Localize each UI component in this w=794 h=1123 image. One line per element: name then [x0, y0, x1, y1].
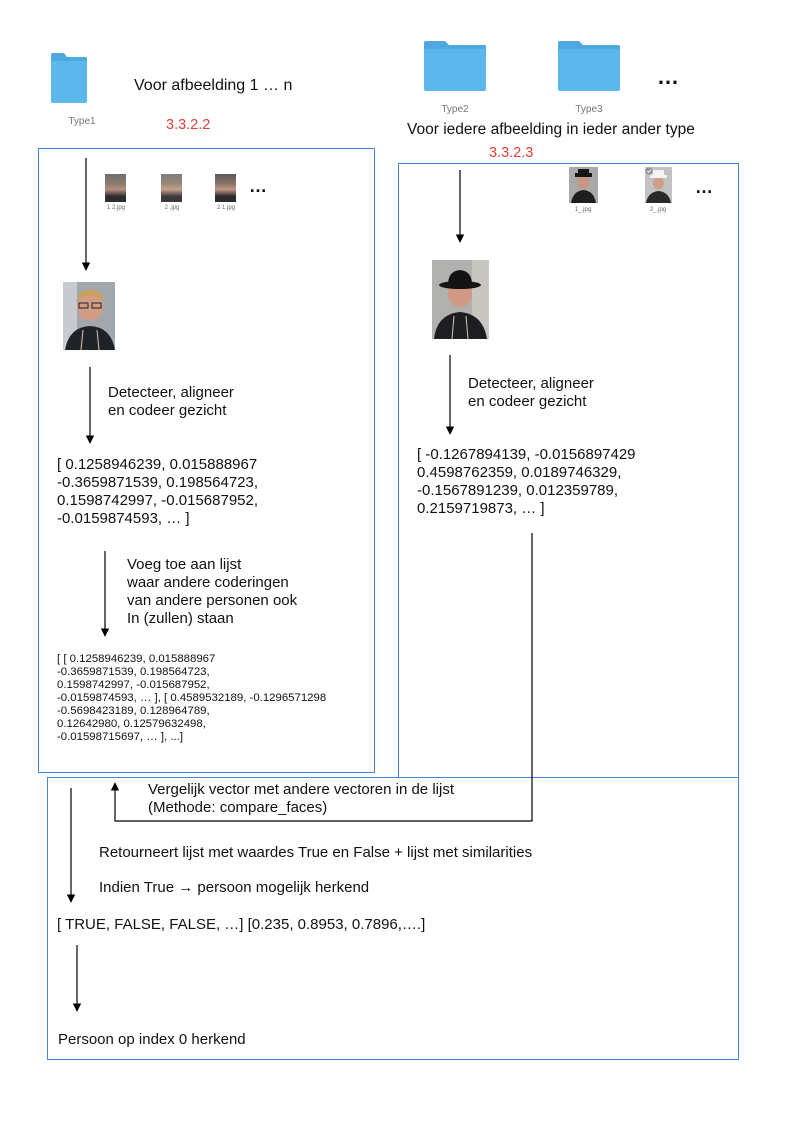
folder-label-type2: Type2: [441, 104, 469, 115]
right-thumbnail-2[interactable]: [645, 167, 672, 203]
left-list-line-4: -0.0159874593, … ], [ 0.4589532189, -0.1…: [57, 692, 327, 704]
folder-icon-type2[interactable]: [423, 40, 487, 92]
compare-line-1: Vergelijk vector met andere vectoren in …: [148, 781, 454, 798]
compare-line-2: (Methode: compare_faces): [148, 799, 328, 816]
left-add-line-1: Voeg toe aan lijst: [127, 556, 242, 573]
more-folders-ellipsis: …: [657, 64, 680, 89]
left-thumbnail-1[interactable]: [105, 174, 126, 202]
section-number-right: 3.3.2.3: [489, 145, 534, 161]
folder-icon-type1[interactable]: [50, 52, 88, 104]
left-thumbnail-3[interactable]: [215, 174, 236, 202]
right-encoding-line-1: [ -0.1267894139, -0.0156897429: [417, 446, 636, 463]
right-panel-box: [398, 163, 739, 777]
right-detect-line-2: en codeer gezicht: [468, 393, 587, 410]
right-thumbnail-1-label: 1_.jpg: [574, 207, 592, 213]
bottom-panel-box: [47, 777, 739, 1060]
right-encoding-line-3: -0.1567891239, 0.012359789,: [417, 482, 619, 499]
if-true-text: Indien True → persoon mogelijk herkend: [99, 879, 370, 896]
right-encoding-line-2: 0.4598762359, 0.0189746329,: [417, 464, 622, 481]
left-list-line-7: -0.01598715697, … ], ...]: [57, 731, 184, 743]
left-add-line-2: waar andere coderingen: [127, 574, 289, 591]
left-list-line-5: -0.5698423189, 0.128964789,: [57, 705, 210, 717]
right-encoding-line-4: 0.2159719873, … ]: [417, 500, 545, 517]
left-add-line-3: van andere personen ook: [127, 592, 298, 609]
section-number-left: 3.3.2.2: [166, 117, 211, 133]
recognized-text: Persoon op index 0 herkend: [58, 1031, 246, 1048]
left-list-line-2: -0.3659871539, 0.198564723,: [57, 666, 210, 678]
left-add-line-4: In (zullen) staan: [127, 610, 234, 627]
right-thumbnail-2-label: 2_.jpg: [649, 207, 667, 213]
left-encoding-line-3: 0.1598742997, -0.015687952,: [57, 492, 259, 509]
left-encoding-line-4: -0.0159874593, … ]: [57, 510, 190, 527]
right-selected-face-photo: [432, 260, 489, 339]
left-detect-line-2: en codeer gezicht: [108, 402, 227, 419]
left-thumbnails-ellipsis: …: [249, 176, 268, 196]
type1-caption: Voor afbeelding 1 … n: [134, 77, 293, 94]
left-encoding-line-2: -0.3659871539, 0.198564723,: [57, 474, 259, 491]
left-list-line-3: 0.1598742997, -0.015687952,: [57, 679, 210, 691]
folder-label-type1: Type1: [68, 116, 96, 127]
left-thumbnail-2[interactable]: [161, 174, 182, 202]
left-thumbnail-2-label: 2 .jpg: [164, 205, 180, 211]
left-encoding-line-1: [ 0.1258946239, 0.015888967: [57, 456, 258, 473]
arrow-compare-loop: [110, 533, 533, 822]
left-panel-box: [38, 148, 375, 773]
left-list-line-1: [ [ 0.1258946239, 0.015888967: [57, 653, 216, 665]
left-detect-line-1: Detecteer, aligneer: [108, 384, 234, 401]
right-thumbnail-1[interactable]: [569, 167, 598, 203]
left-list-line-6: 0.12642980, 0.12579632498,: [57, 718, 206, 730]
result-vector-text: [ TRUE, FALSE, FALSE, …] [0.235, 0.8953,…: [57, 916, 426, 933]
returns-text: Retourneert lijst met waardes True en Fa…: [99, 844, 533, 861]
left-selected-face-photo: [63, 282, 115, 350]
right-detect-line-1: Detecteer, aligneer: [468, 375, 594, 392]
right-thumbnails-ellipsis: …: [695, 177, 714, 197]
left-thumbnail-3-label: 2 1.jpg: [216, 205, 235, 211]
other-types-caption: Voor iedere afbeelding in ieder ander ty…: [407, 121, 695, 138]
left-thumbnail-1-label: 1 2.jpg: [106, 205, 125, 211]
folder-label-type3: Type3: [575, 104, 603, 115]
folder-icon-type3[interactable]: [557, 40, 621, 92]
